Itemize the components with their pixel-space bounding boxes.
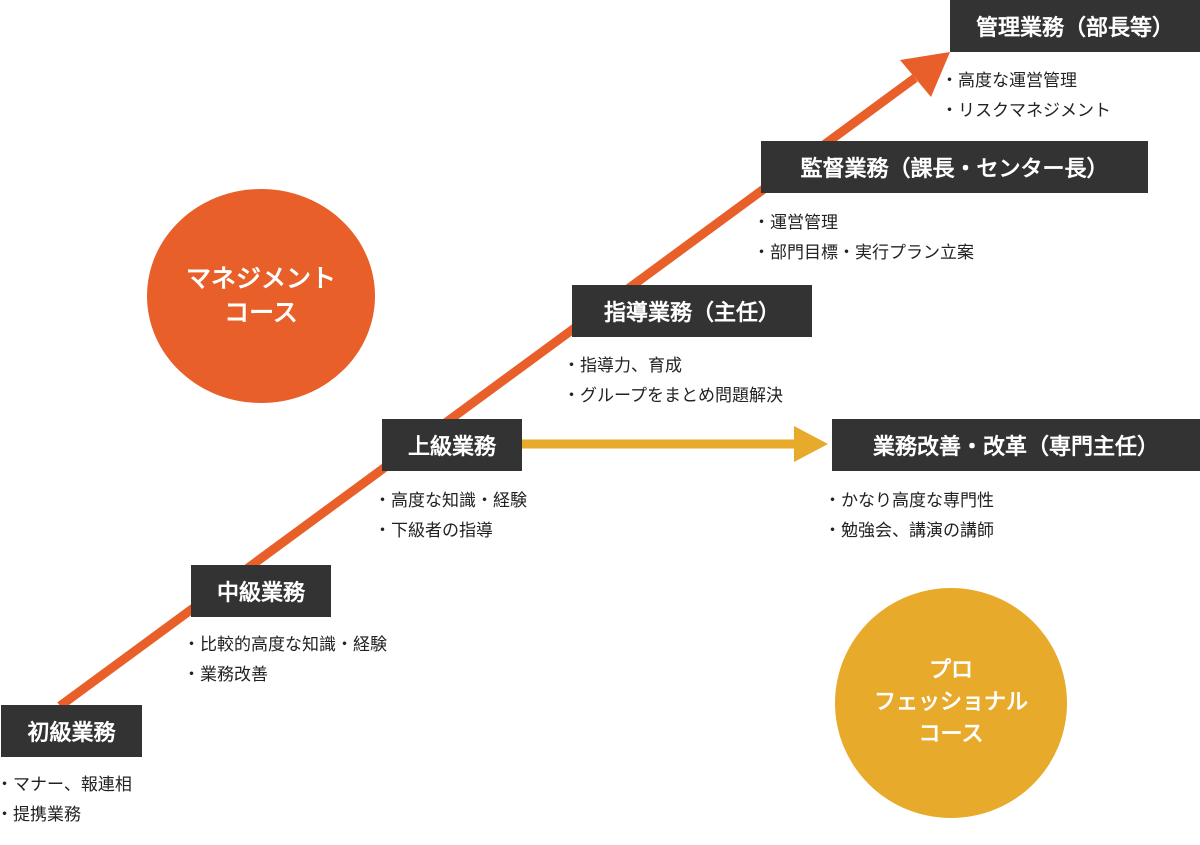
stage-box-leader: 指導業務（主任） [572,285,812,337]
bullet-item: グループをまとめ問題解決 [563,381,783,411]
stage-box-manager: 管理業務（部長等） [950,0,1200,52]
professional-arrowhead-icon [794,426,828,462]
bullet-item: 指導力、育成 [563,351,783,381]
stage-bullets-specialist: かなり高度な専門性 勉強会、講演の講師 [824,486,994,546]
bullet-item: 高度な知識・経験 [374,486,527,516]
stage-bullets-manager: 高度な運営管理 リスクマネジメント [941,66,1111,126]
stage-box-intermediate: 中級業務 [191,565,331,617]
stage-box-supervisor: 監督業務（課長・センター長） [761,141,1148,193]
stage-bullets-intermediate: 比較的高度な知識・経験 業務改善 [183,630,387,690]
stage-bullets-supervisor: 運営管理 部門目標・実行プラン立案 [753,208,974,268]
management-course-circle: マネジメント コース [147,189,375,403]
bullet-item: 高度な運営管理 [941,66,1111,96]
stage-bullets-beginner: マナー、報連相 提携業務 [0,770,132,830]
bullet-item: 比較的高度な知識・経験 [183,630,387,660]
bullet-item: かなり高度な専門性 [824,486,994,516]
bullet-item: 勉強会、講演の講師 [824,516,994,546]
course-label-line: コース [224,298,298,327]
stage-box-beginner: 初級業務 [1,705,142,757]
bullet-item: 業務改善 [183,660,387,690]
bullet-item: リスクマネジメント [941,96,1111,126]
bullet-item: 部門目標・実行プラン立案 [753,238,974,268]
professional-course-circle: プロ フェッショナル コース [835,588,1067,818]
stage-box-advanced: 上級業務 [382,419,522,471]
course-label-line: フェッショナル [873,690,1028,715]
course-label-line: プロ [928,658,973,683]
stage-bullets-advanced: 高度な知識・経験 下級者の指導 [374,486,527,546]
management-arrowhead-icon [900,52,950,97]
bullet-item: 下級者の指導 [374,516,527,546]
bullet-item: 提携業務 [0,800,132,830]
stage-bullets-leader: 指導力、育成 グループをまとめ問題解決 [563,351,783,411]
bullet-item: 運営管理 [753,208,974,238]
stage-box-specialist: 業務改善・改革（専門主任） [832,419,1200,471]
course-label-line: マネジメント [185,264,336,293]
course-label-line: コース [918,722,984,747]
bullet-item: マナー、報連相 [0,770,132,800]
